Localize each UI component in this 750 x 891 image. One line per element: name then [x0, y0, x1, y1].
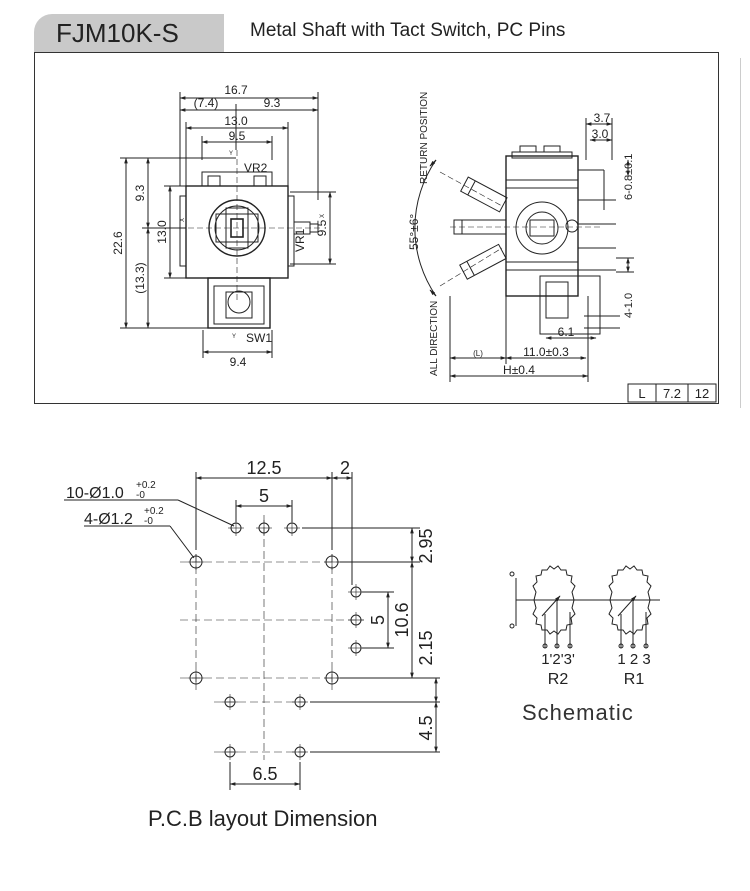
- model-tab: FJM10K-S: [34, 14, 224, 52]
- r2-pin-labels: 1'2'3': [541, 651, 575, 668]
- spec-cell-h-value: 12: [695, 386, 709, 401]
- dim-6-1: 6.1: [558, 325, 575, 339]
- pcb-layout-title: P.C.B layout Dimension: [148, 806, 378, 831]
- drawing-frame: [34, 52, 719, 404]
- dim-10-6: 10.6: [392, 602, 412, 637]
- dim-11-0: 11.0±0.3: [523, 345, 569, 359]
- axis-y-bottom: Y: [232, 334, 236, 340]
- hole-large-tol-bottom: -0: [144, 516, 153, 527]
- label-vr1: VR1: [293, 228, 307, 252]
- axis-y-top: Y: [229, 151, 233, 157]
- dim-5-right: 5: [368, 615, 388, 625]
- schematic: [509, 565, 660, 649]
- side-view: [414, 118, 634, 382]
- dim-2-95: 2.95: [416, 528, 436, 563]
- spec-cell-l-value: 7.2: [663, 386, 681, 401]
- product-description: Metal Shaft with Tact Switch, PC Pins: [250, 20, 566, 41]
- r1-pin-labels: 1 2 3: [617, 651, 650, 668]
- dim-3-0: 3.0: [592, 127, 609, 141]
- hole-large-label: 4-Ø1.2: [84, 511, 133, 528]
- dim-16-7: 16.7: [224, 83, 248, 97]
- hole-small-tol-bottom: -0: [136, 490, 145, 501]
- dim-2-15: 2.15: [416, 630, 436, 665]
- spec-table: L 7.2 12: [627, 383, 717, 403]
- angle-label: 55°±6°: [407, 214, 421, 250]
- label-vr2: VR2: [244, 161, 268, 175]
- dim-9-3-top: 9.3: [264, 96, 281, 110]
- dim-l: (L): [473, 349, 483, 358]
- pcb-labels: 10-Ø1.0 +0.2 -0 4-Ø1.2 +0.2 -0 12.5 2 5 …: [66, 458, 436, 784]
- dim-h: H±0.4: [503, 363, 535, 377]
- dim-6-5: 6.5: [252, 764, 277, 784]
- front-view-labels: 16.7 (7.4) 9.3 13.0 9.5 Y VR2 VR1 SW1 Y …: [111, 83, 329, 369]
- dim-13-0-left: 13.0: [155, 220, 169, 244]
- dim-4-5: 4.5: [416, 715, 436, 740]
- page-edge-line: [740, 58, 741, 408]
- hole-small-label: 10-Ø1.0: [66, 485, 124, 502]
- hole-large-tol-top: +0.2: [144, 506, 164, 517]
- dim-3-7: 3.7: [594, 111, 611, 125]
- r1-label: R1: [624, 671, 645, 688]
- axis-x-right: X: [320, 214, 326, 218]
- side-view-labels: RETURN POSITION ALL DIRECTION 55°±6° 3.7…: [407, 92, 635, 377]
- dim-7-4: (7.4): [194, 96, 219, 110]
- schematic-title: Schematic: [522, 700, 634, 725]
- axis-x-left: X: [180, 218, 186, 222]
- dim-13-3: (13.3): [133, 262, 147, 293]
- model-name: FJM10K-S: [56, 18, 179, 48]
- dim-9-5-right: 9.5: [315, 219, 329, 236]
- hole-small-tol-top: +0.2: [136, 480, 156, 491]
- dim-4-1-0: 4-1.0: [623, 293, 635, 318]
- label-all-direction: ALL DIRECTION: [429, 301, 440, 376]
- dim-5-top: 5: [259, 486, 269, 506]
- spec-cell-l: L: [638, 386, 645, 401]
- dim-9-3-left: 9.3: [133, 184, 147, 201]
- dim-13-0-top: 13.0: [224, 114, 248, 128]
- r2-label: R2: [548, 671, 569, 688]
- dim-9-5-top: 9.5: [229, 129, 246, 143]
- dim-2: 2: [340, 458, 350, 478]
- dim-12-5: 12.5: [246, 458, 281, 478]
- schematic-labels: 1'2'3' 1 2 3 R2 R1: [541, 651, 651, 688]
- dim-9-4: 9.4: [230, 355, 247, 369]
- label-sw1: SW1: [246, 331, 272, 345]
- label-return-position: RETURN POSITION: [419, 92, 430, 184]
- dim-22-6: 22.6: [111, 231, 125, 255]
- dim-pin: 6-0.8±0.1: [623, 154, 635, 200]
- front-view: [120, 92, 336, 358]
- pcb-layout: [64, 472, 440, 790]
